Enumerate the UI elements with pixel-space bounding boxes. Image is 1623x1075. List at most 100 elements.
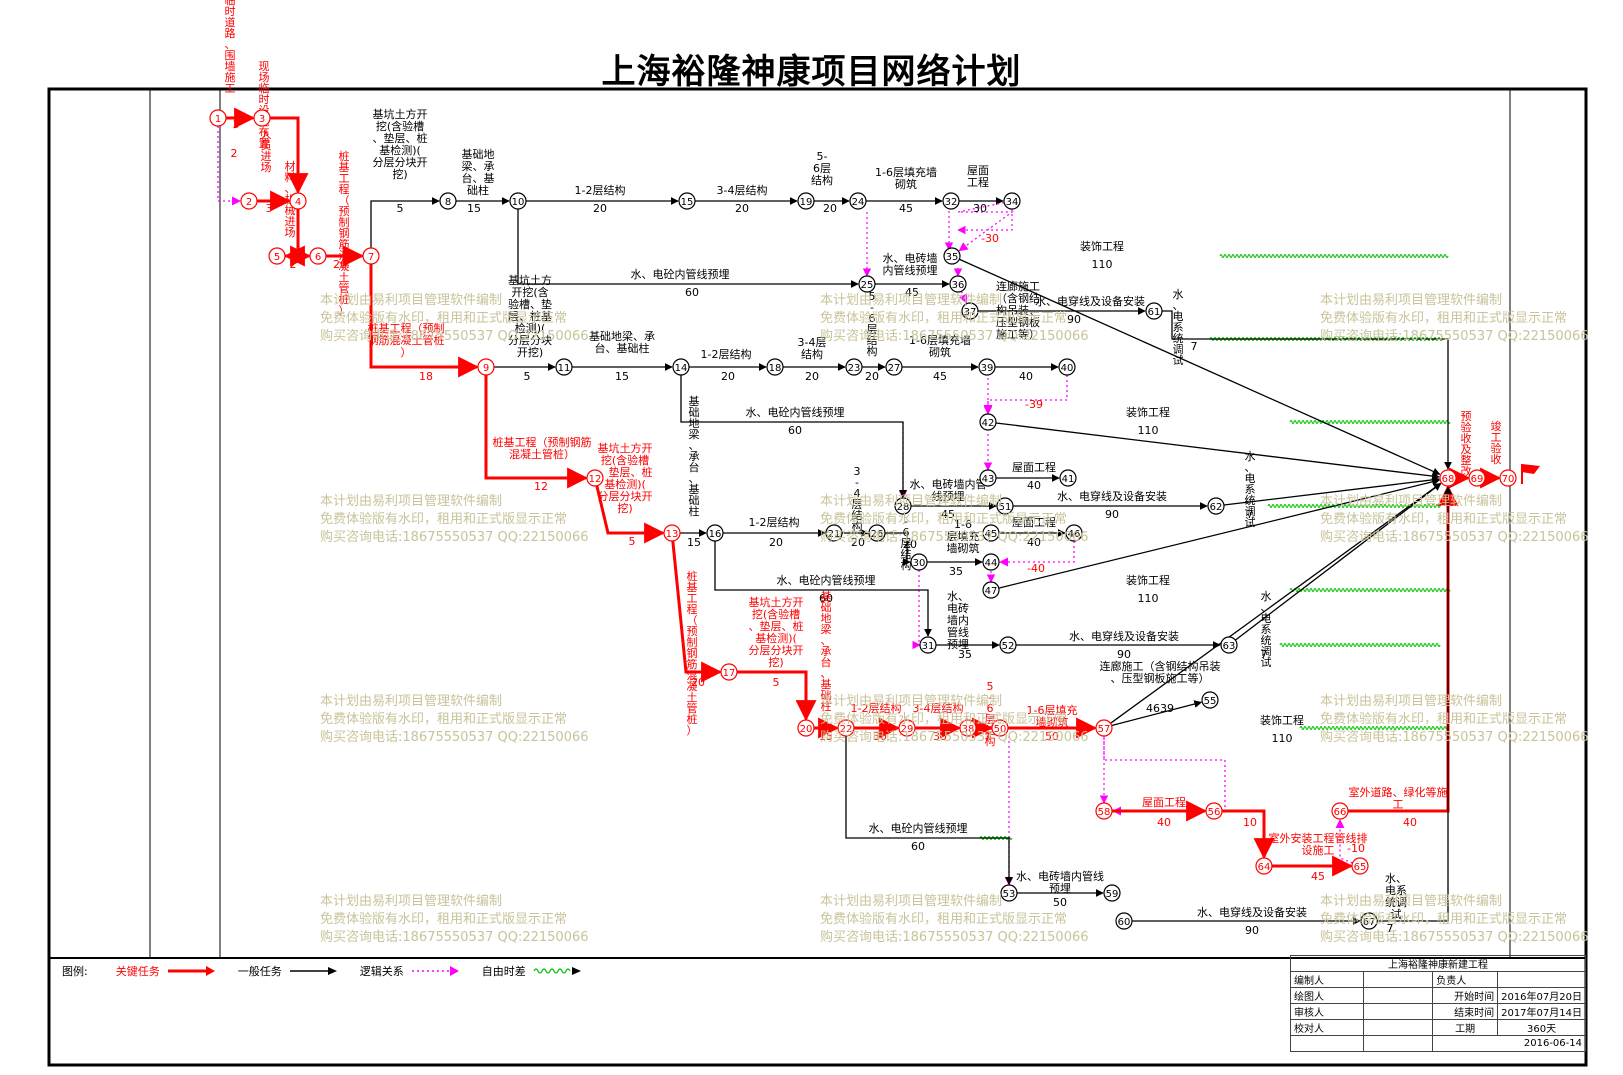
- event-node-label: 59: [1106, 889, 1119, 900]
- event-node-label: 19: [800, 197, 813, 208]
- event-node-label: 11: [558, 363, 571, 374]
- logic-link: [912, 570, 921, 650]
- activity-name-a67: 水、电砖墙内管线预埋: [1016, 869, 1104, 895]
- activity-duration-a45: 7: [1247, 508, 1254, 521]
- activity-duration-a53: 15: [819, 730, 833, 743]
- activity-duration-a7: 20: [333, 258, 347, 271]
- project-name: 上海裕隆神康新建工程: [1290, 955, 1586, 972]
- activity-arrow-a51: [671, 540, 723, 683]
- activity-arrow-a17: [517, 209, 859, 288]
- activity-duration-a52: 5: [773, 676, 780, 689]
- event-node-28: 28: [894, 497, 912, 515]
- event-node-label: 1: [215, 114, 221, 125]
- activity-name-a35: 基础地梁、承台、基础柱: [689, 395, 700, 518]
- event-node-label: 29: [901, 724, 914, 735]
- activity-duration-a14: 30: [973, 202, 987, 215]
- activity-arrow-a47: [714, 541, 932, 637]
- activity-name-a22: 桩基工程（预制钢筋混凝土管桩）: [368, 321, 445, 359]
- event-node-21: 21: [825, 524, 843, 542]
- event-node-label: 32: [945, 197, 958, 208]
- event-node-label: 14: [675, 363, 688, 374]
- event-node-65: 65: [1351, 857, 1369, 875]
- activity-arrow-a66: [845, 736, 1013, 885]
- event-node-37: 37: [961, 302, 979, 320]
- free-float-a16: [1219, 253, 1449, 259]
- activity-duration-a47: 60: [819, 592, 833, 605]
- activity-duration-a30: -39: [1025, 398, 1043, 411]
- activity-duration-a16: 110: [1092, 258, 1113, 271]
- event-node-14: 14: [672, 358, 690, 376]
- event-node-53: 53: [1000, 884, 1018, 902]
- activity-name-a58: 装饰工程: [1260, 713, 1304, 727]
- legend-logic-arrow: [411, 966, 459, 976]
- activity-duration-a25: 20: [721, 370, 735, 383]
- duration-label: 工期: [1432, 1019, 1499, 1036]
- event-node-label: 50: [994, 724, 1007, 735]
- event-node-label: 52: [1002, 641, 1015, 652]
- event-node-label: 42: [982, 418, 995, 429]
- event-node-label: 62: [1210, 502, 1223, 513]
- legend-normal-label: 一般任务: [237, 965, 282, 978]
- event-node-label: 56: [1208, 807, 1221, 818]
- activity-duration-a59: 4639: [1146, 702, 1174, 715]
- event-node-label: 17: [723, 668, 736, 679]
- activity-name-a44: 水、电穿线及设备安装: [1057, 489, 1167, 503]
- event-node-60: 60: [1115, 912, 1133, 930]
- activity-duration-a69: 7: [1387, 922, 1394, 935]
- event-node-label: 64: [1258, 862, 1271, 873]
- event-node-51: 51: [996, 497, 1014, 515]
- event-node-label: 15: [681, 197, 694, 208]
- event-node-label: 16: [709, 529, 722, 540]
- activity-name-a59: 连廊施工（含钢结构吊装、压型钢板施工等）: [1100, 659, 1221, 685]
- event-node-label: 58: [1098, 807, 1111, 818]
- event-node-69: 69: [1468, 469, 1486, 487]
- event-node-label: 53: [1003, 889, 1016, 900]
- plan-date: 2016-06-14: [1432, 1035, 1586, 1052]
- event-node-label: 68: [1442, 474, 1455, 485]
- drawer-label: 绘图人: [1290, 987, 1364, 1004]
- event-node-label: 18: [769, 363, 782, 374]
- activity-duration-a27: 20: [865, 370, 879, 383]
- activity-name-a4: 人员进场: [261, 128, 272, 174]
- activity-duration-a38: 20: [903, 538, 917, 551]
- activity-duration-a43: 45: [941, 508, 955, 521]
- event-node-label: 4: [295, 197, 301, 208]
- event-node-1: 1: [209, 109, 227, 127]
- activity-duration-a34: 5: [629, 535, 636, 548]
- activity-duration-a23: 5: [524, 370, 531, 383]
- free-float-a58: [1299, 725, 1449, 731]
- event-node-45: 45: [982, 524, 1000, 542]
- event-node-43: 43: [979, 469, 997, 487]
- legend-float-line: [533, 967, 581, 975]
- activity-arrow-a3: [270, 116, 309, 195]
- activity-arrow-a45: [1223, 476, 1440, 506]
- activity-name-a16: 装饰工程: [1080, 239, 1124, 253]
- event-node-20: 20: [797, 719, 815, 737]
- event-node-label: 41: [1062, 474, 1075, 485]
- activity-arrow-a65: [1348, 484, 1459, 813]
- activity-name-a52: 基坑土方开挖(含验槽、垫层、桩基检测)(分层分块开挖): [749, 595, 804, 669]
- activity-duration-a11: 20: [735, 202, 749, 215]
- activity-duration-a66: 60: [911, 840, 925, 853]
- finish-flag: [1521, 464, 1540, 484]
- activity-duration-a37: 20: [851, 536, 865, 549]
- activity-duration-a29: 40: [1019, 370, 1033, 383]
- activity-duration-a28: 45: [933, 370, 947, 383]
- legend-prefix: 图例:: [62, 965, 88, 978]
- activity-name-a20: 水、电穿线及设备安装: [1035, 294, 1145, 308]
- event-node-26: 26: [868, 524, 886, 542]
- event-node-68: 68: [1439, 469, 1457, 487]
- activity-duration-a33: 12: [534, 480, 548, 493]
- activity-arrow-a16: [959, 258, 1441, 476]
- event-node-label: 66: [1334, 807, 1347, 818]
- page-title: 上海裕隆神康项目网络计划: [601, 52, 1022, 92]
- event-node-label: 69: [1471, 474, 1484, 485]
- event-node-label: 6: [315, 252, 321, 263]
- event-node-label: 67: [1363, 917, 1376, 928]
- event-node-label: 61: [1148, 307, 1161, 318]
- end-label: 结束时间: [1432, 1003, 1499, 1020]
- activity-duration-a58: 110: [1272, 732, 1293, 745]
